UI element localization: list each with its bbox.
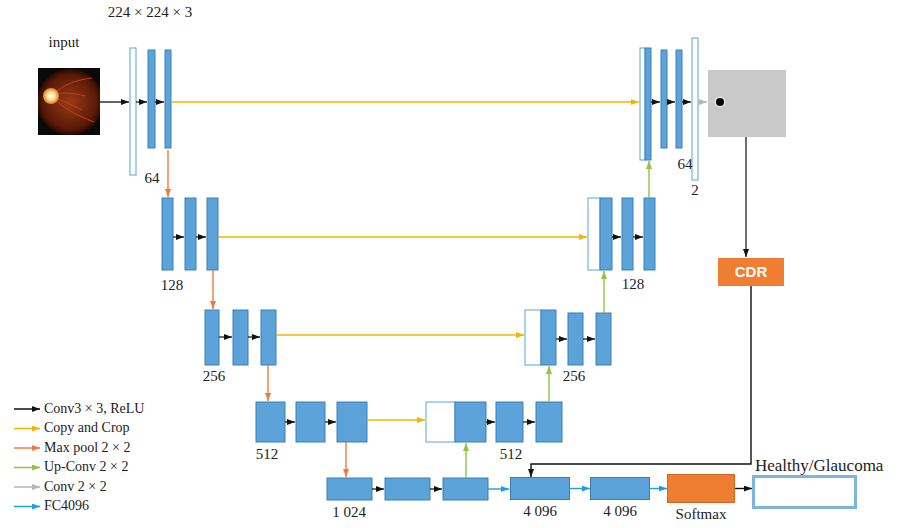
channel-count: 64 <box>145 170 160 186</box>
legend-text: Copy and Crop <box>44 420 130 436</box>
node-text: CDR <box>735 264 768 280</box>
channel-count: 512 <box>500 446 523 462</box>
connector <box>531 286 751 477</box>
fc-layer: 4 096 <box>590 477 650 500</box>
cdr-box: CDR <box>718 258 784 286</box>
channel-count: 256 <box>203 368 226 384</box>
output-box: Healthy/Glaucoma <box>752 475 857 509</box>
channel-count: 512 <box>256 446 279 462</box>
connector <box>570 488 590 489</box>
legend-arrow <box>14 408 40 410</box>
channel-count: 128 <box>161 277 184 293</box>
legend-arrow <box>14 506 40 508</box>
node-text: Healthy/Glaucoma <box>755 457 883 475</box>
channel-count: 2 <box>691 182 699 198</box>
node-text: Softmax <box>676 506 727 522</box>
legend-arrow <box>14 467 40 469</box>
legend-text: Conv 2 × 2 <box>44 479 107 495</box>
connector <box>650 488 667 489</box>
node-text: 4 096 <box>523 503 557 519</box>
legend-text: Max pool 2 × 2 <box>44 440 130 456</box>
node-text: 4 096 <box>603 503 637 519</box>
softmax-box: Softmax <box>667 474 735 503</box>
legend-text: FC4096 <box>44 498 89 514</box>
legend-arrow <box>14 447 40 449</box>
legend-arrow <box>14 428 40 430</box>
connector <box>735 488 752 489</box>
segmentation-map <box>708 70 786 137</box>
fc-layer: 4 096 <box>510 477 570 500</box>
channel-count: 64 <box>678 156 693 172</box>
channel-count: 128 <box>622 276 645 292</box>
legend-text: Conv3 × 3, ReLU <box>44 401 144 417</box>
image-label: 224 × 224 × 3 <box>108 4 192 20</box>
channel-count: 256 <box>563 368 586 384</box>
image-label: input <box>49 34 80 50</box>
legend-arrow <box>14 486 40 488</box>
fundus-image <box>38 68 100 135</box>
channel-count: 1 024 <box>332 504 366 520</box>
legend-text: Up-Conv 2 × 2 <box>44 459 129 475</box>
